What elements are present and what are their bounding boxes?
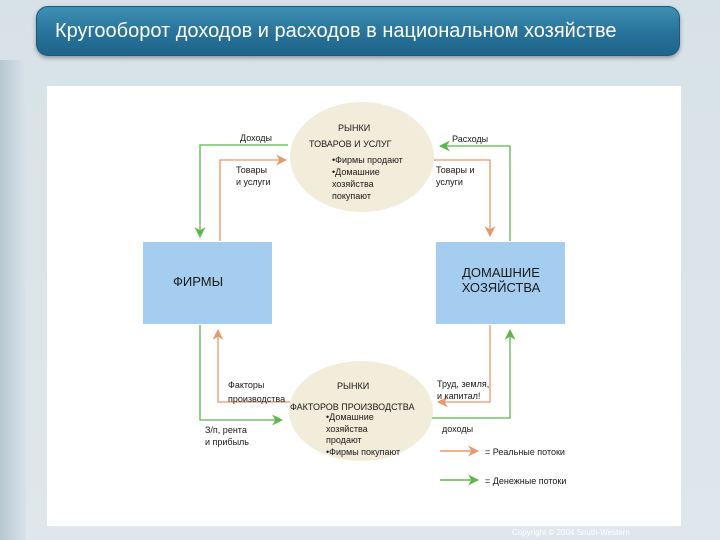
left-decor-panel xyxy=(0,60,26,540)
goods-bought-real-flow xyxy=(434,159,496,238)
factors-label: Факторы производства xyxy=(228,380,286,404)
firms-label: ФИРМЫ xyxy=(173,274,224,289)
legend-money-label: = Денежные потоки xyxy=(485,476,567,486)
goods-market-ellipse xyxy=(290,102,434,212)
factor-market-ellipse xyxy=(289,361,433,461)
firms-box xyxy=(143,242,272,324)
title-bar: Кругооборот доходов и расходов в национа… xyxy=(36,6,680,56)
goods-sold-label: Товары и услуги xyxy=(236,165,271,187)
factor-market-title-1: РЫНКИ xyxy=(337,381,370,391)
goods-market-title-2: ТОВАРОВ И УСЛУГ xyxy=(309,139,392,149)
wages-label: З/п, рента и прибыль xyxy=(205,425,249,447)
revenue-label: Доходы xyxy=(240,133,273,143)
goods-market-title-1: РЫНКИ xyxy=(338,123,371,133)
slide-title: Кругооборот доходов и расходов в национа… xyxy=(55,20,617,42)
wages-money-flow xyxy=(199,325,284,426)
goods-market-description: •Фирмы продают •Домашние хозяйства покуп… xyxy=(332,155,403,201)
revenue-money-flow xyxy=(194,144,288,239)
legend-real-label: = Реальные потоки xyxy=(485,447,565,457)
copyright-notice: Copyright © 2004 South-Western xyxy=(512,528,630,537)
households-box xyxy=(436,242,565,324)
factors-real-flow xyxy=(212,328,290,403)
labor-label: Труд, земля, и капитал! xyxy=(437,379,490,401)
factor-market-title-2: ФАКТОРОВ ПРОИЗВОДСТВА xyxy=(290,402,415,412)
goods-sold-real-flow xyxy=(219,154,288,241)
income-label: доходы xyxy=(442,424,474,434)
spending-label: Расходы xyxy=(452,134,489,144)
spending-money-flow xyxy=(438,140,511,241)
income-money-flow xyxy=(432,328,516,419)
households-label: ДОМАШНИЕ ХОЗЯЙСТВА xyxy=(461,265,541,295)
goods-bought-label: Товары и услуги xyxy=(436,165,475,187)
labor-real-flow xyxy=(436,325,491,408)
factor-market-description: •Домашние хозяйства продают •Фирмы покуп… xyxy=(326,412,401,457)
